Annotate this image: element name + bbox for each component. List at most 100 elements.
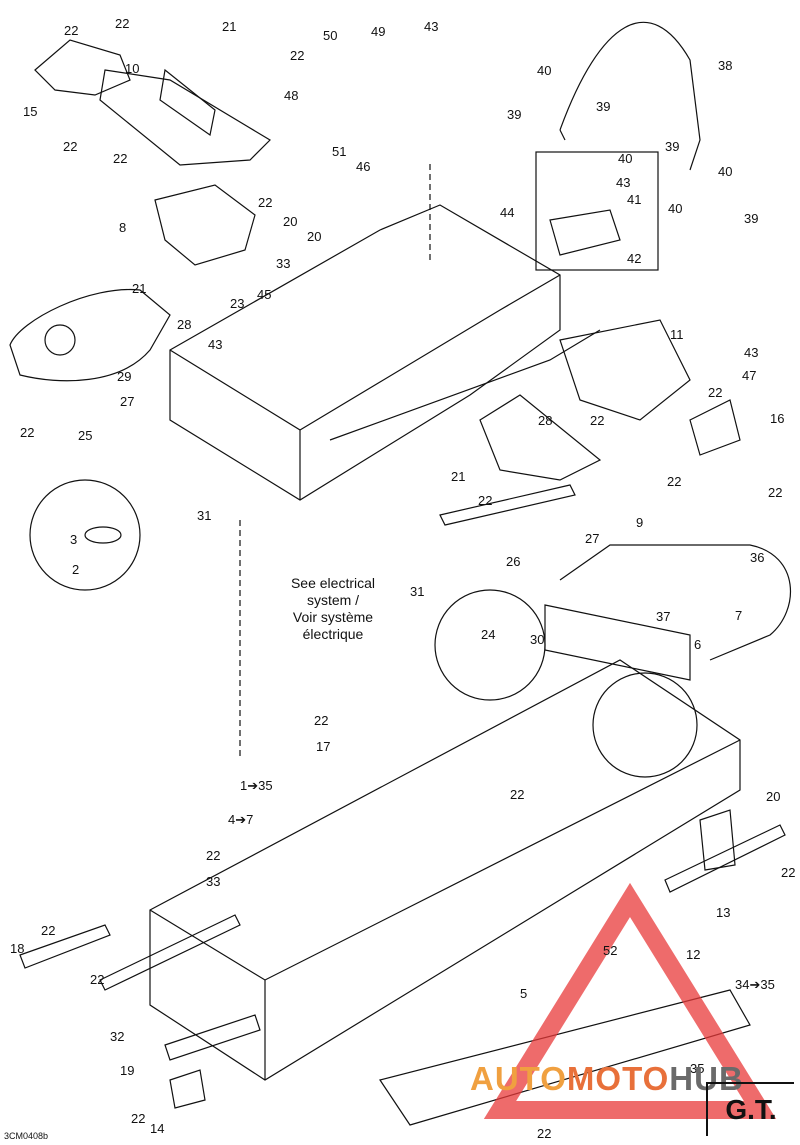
part-callout: 22 <box>131 1111 145 1126</box>
part-callout: 13 <box>716 905 730 920</box>
part-callout: 9 <box>636 515 643 530</box>
part-callout: 22 <box>290 48 304 63</box>
part-callout: 21 <box>132 281 146 296</box>
part-callout: 22 <box>20 425 34 440</box>
part-callout: 22 <box>41 923 55 938</box>
part-callout: 37 <box>656 609 670 624</box>
drawing-code: 3CM0408b <box>4 1131 49 1141</box>
part-callout: 22 <box>206 848 220 863</box>
part-callout: 40 <box>537 63 551 78</box>
tunnel-1-35 <box>149 659 741 1081</box>
part-callout: 28 <box>538 413 552 428</box>
part-callout: 22 <box>781 865 795 880</box>
footrest-plate-10 <box>99 69 271 166</box>
part-callout: 41 <box>627 192 641 207</box>
plate-6 <box>544 604 691 681</box>
note-line: Voir système <box>292 609 374 625</box>
bracket-9 <box>479 394 602 481</box>
part-callout: 48 <box>284 88 298 103</box>
part-14 <box>169 1069 206 1109</box>
part-callout: 39 <box>744 211 758 226</box>
rail-35 <box>379 989 751 1126</box>
part-callout: 26 <box>506 554 520 569</box>
part-callout: 45 <box>257 287 271 302</box>
part-18 <box>19 924 111 969</box>
plate-25 <box>9 288 171 382</box>
watermark-logo <box>483 882 777 1119</box>
part-callout: 51 <box>332 144 346 159</box>
part-callout: 30 <box>530 632 544 647</box>
part-callout: 20 <box>766 789 780 804</box>
part-callout: 27 <box>585 531 599 546</box>
part-callout: 16 <box>770 411 784 426</box>
footrest-plate-11 <box>559 319 691 421</box>
part-callout: 7 <box>735 608 742 623</box>
part-callout: 8 <box>119 220 126 235</box>
part-callout: 21 <box>222 19 236 34</box>
part-callout: 22 <box>590 413 604 428</box>
part-callout: 42 <box>627 251 641 266</box>
part-callout: 22 <box>314 713 328 728</box>
part-callout: 39 <box>665 139 679 154</box>
note-line: system / <box>306 592 360 608</box>
part-callout: 34➔35 <box>735 977 775 992</box>
part-callout: 5 <box>520 986 527 1001</box>
part-callout: 36 <box>750 550 764 565</box>
bar-26 <box>439 484 576 526</box>
bracket-8 <box>154 184 256 266</box>
part-callout: 27 <box>120 394 134 409</box>
part-callout: 22 <box>90 972 104 987</box>
part-callout: 11 <box>670 327 684 342</box>
part-callout: 40 <box>718 164 732 179</box>
part-callout: 2 <box>72 562 79 577</box>
part-callout: 1➔35 <box>240 778 273 793</box>
bracket-15 <box>34 39 131 96</box>
part-callout: 12 <box>686 947 700 962</box>
part-callout: 14 <box>150 1121 164 1136</box>
part-callout: 22 <box>537 1126 551 1141</box>
part-callout: 20 <box>307 229 321 244</box>
steering-column-38 <box>559 21 701 171</box>
part-callout: 22 <box>64 23 78 38</box>
part-callout: 17 <box>316 739 330 754</box>
part-callout: 3 <box>70 532 77 547</box>
part-callout: 49 <box>371 24 385 39</box>
model-label: G.T. <box>706 1082 794 1136</box>
detail-circle-rear <box>592 672 698 778</box>
part-callout: 22 <box>115 16 129 31</box>
part-callout: 33 <box>206 874 220 889</box>
part-callout: 39 <box>596 99 610 114</box>
part-callout: 25 <box>78 428 92 443</box>
part-callout: 47 <box>742 368 756 383</box>
part-19 <box>164 1014 261 1061</box>
part-callout: 40 <box>618 151 632 166</box>
handle-36 <box>559 544 792 661</box>
part-callout: 39 <box>507 107 521 122</box>
part-callout: 52 <box>603 943 617 958</box>
part-callout: 43 <box>424 19 438 34</box>
part-callout: 22 <box>258 195 272 210</box>
part-callout: 18 <box>10 941 24 956</box>
front-frame <box>169 204 561 501</box>
detail-box-41-43 <box>535 151 659 271</box>
part-callout: 20 <box>283 214 297 229</box>
bracket-16 <box>689 399 741 456</box>
part-callout: 22 <box>113 151 127 166</box>
part-callout: 44 <box>500 205 514 220</box>
part-callout: 43 <box>208 337 222 352</box>
part-callout: 43 <box>616 175 630 190</box>
part-32 <box>99 914 241 991</box>
watermark-text: AUTOMOTOHUB <box>470 1060 744 1098</box>
watermark-part: MOTO <box>566 1060 670 1097</box>
detail-circle-24-30 <box>434 589 546 701</box>
part-callout: 10 <box>125 61 139 76</box>
part-callout: 4➔7 <box>228 812 253 827</box>
part-callout: 33 <box>276 256 290 271</box>
part-callout: 38 <box>718 58 732 73</box>
note-line: See electrical <box>290 575 376 591</box>
part-callout: 29 <box>117 369 131 384</box>
part-callout: 43 <box>744 345 758 360</box>
part-callout: 22 <box>510 787 524 802</box>
